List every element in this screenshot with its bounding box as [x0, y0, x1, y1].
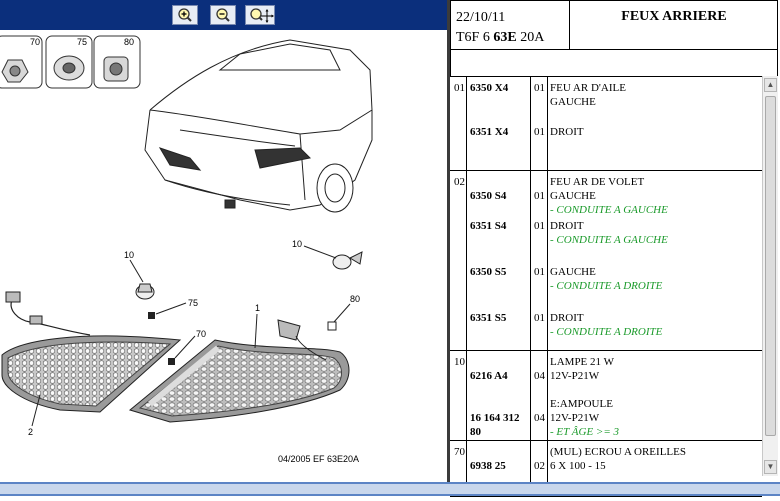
part-description: GAUCHE	[550, 96, 596, 108]
connector-left	[5, 291, 21, 303]
part-reference[interactable]: 6351 S4	[470, 220, 507, 232]
part-condition-note: - CONDUITE A DROITE	[550, 280, 663, 292]
part-reference[interactable]: 6350 X4	[470, 82, 509, 94]
part-reference[interactable]: 6350 S5	[470, 266, 507, 278]
part-quantity: 01	[534, 220, 545, 232]
part-reference[interactable]: 80	[470, 426, 481, 438]
part-reference[interactable]: 6938 25	[470, 460, 506, 472]
vertical-scrollbar[interactable]: ▲ ▼	[762, 76, 778, 476]
callout-1: 1	[255, 303, 260, 313]
nut-75	[148, 312, 155, 319]
part-description: GAUCHE	[550, 266, 596, 278]
window-bottom-bar	[0, 482, 780, 496]
clip-80	[327, 321, 337, 331]
parts-header: 22/10/11 T6F 6 63E 20A FEUX ARRIERE	[450, 0, 778, 50]
part-reference[interactable]: 6216 A4	[470, 370, 508, 382]
callout-10a: 10	[124, 250, 134, 260]
part-description: GAUCHE	[550, 190, 596, 202]
lamp-10-left	[135, 283, 155, 300]
parts-list-panel: 22/10/11 T6F 6 63E 20A FEUX ARRIERE 01 63…	[450, 0, 780, 497]
part-condition-note: - ET ÂGE >= 3	[550, 426, 620, 438]
part-quantity: 04	[534, 370, 545, 382]
part-quantity: 04	[534, 412, 545, 424]
thumb-label: 70	[30, 37, 40, 47]
thumb-75[interactable]: 75	[45, 35, 93, 89]
thumb-70[interactable]: 70	[0, 35, 43, 89]
lamp-10-right	[332, 251, 363, 270]
part-reference[interactable]: 16 164 312	[470, 412, 520, 424]
part-reference[interactable]: 6351 X4	[470, 126, 509, 138]
thumb-label: 80	[124, 37, 134, 47]
part-condition-note: - CONDUITE A DROITE	[550, 326, 663, 338]
pan-zoom-button[interactable]	[245, 5, 275, 25]
parts-row[interactable]: 10 LAMPE 21 W 6216 A4 04 12V-P21W E:AMPOULE 16…	[450, 351, 762, 441]
part-quantity: 01	[534, 82, 545, 94]
car-illustration	[144, 39, 373, 213]
part-description: 6 X 100 - 15	[550, 460, 606, 472]
parts-drawing: 70 75 80	[0, 30, 447, 496]
callout-2: 2	[28, 427, 33, 437]
part-quantity: 01	[534, 312, 545, 324]
part-reference[interactable]: 6350 S4	[470, 190, 507, 202]
part-reference[interactable]: 6351 S5	[470, 312, 507, 324]
parts-row[interactable]: 70 (MUL) ECROU A OREILLES 6938 25 02 6 X 100…	[450, 441, 762, 497]
callout-80: 80	[350, 294, 360, 304]
part-description: (MUL) ECROU A OREILLES	[550, 446, 686, 458]
nut-70	[168, 358, 175, 365]
part-quantity: 01	[534, 190, 545, 202]
part-quantity: 01	[534, 126, 545, 138]
diagram-panel: 70 75 80	[0, 0, 447, 496]
part-description: FEU AR DE VOLET	[550, 176, 645, 188]
callout-75: 75	[188, 298, 198, 308]
drawing-reference: 04/2005 EF 63E20A	[278, 454, 359, 464]
part-description: FEU AR D'AILE	[550, 82, 626, 94]
scroll-thumb[interactable]	[765, 96, 776, 436]
lamp-housing-right	[128, 339, 350, 423]
group-number: 01	[454, 82, 465, 94]
part-description: DROIT	[550, 220, 584, 232]
thumb-80[interactable]: 80	[93, 35, 141, 89]
part-quantity: 01	[534, 266, 545, 278]
part-description: 12V-P21W	[550, 370, 600, 382]
part-description: 12V-P21W	[550, 412, 600, 424]
panel-divider[interactable]	[447, 0, 450, 496]
scroll-up-arrow-icon[interactable]: ▲	[764, 78, 777, 92]
callout-10b: 10	[292, 239, 302, 249]
group-number: 10	[454, 356, 465, 368]
catalog-date: 22/10/11	[456, 10, 506, 25]
group-number: 02	[454, 176, 465, 188]
part-condition-note: - CONDUITE A GAUCHE	[550, 204, 668, 216]
part-description: DROIT	[550, 126, 584, 138]
part-condition-note: - CONDUITE A GAUCHE	[550, 234, 668, 246]
part-description: E:AMPOULE	[550, 398, 613, 410]
part-quantity: 02	[534, 460, 545, 472]
scroll-down-arrow-icon[interactable]: ▼	[764, 460, 777, 474]
group-number: 70	[454, 446, 465, 458]
part-description: LAMPE 21 W	[550, 356, 614, 368]
thumb-label: 75	[77, 37, 87, 47]
section-title: FEUX ARRIERE	[621, 9, 727, 24]
zoom-out-button[interactable]	[210, 5, 236, 25]
part-description: DROIT	[550, 312, 584, 324]
zoom-in-button[interactable]	[172, 5, 198, 25]
lamp-housing-left	[1, 335, 182, 413]
catalog-code: T6F 6 63E 20A	[456, 30, 545, 45]
callout-70: 70	[196, 329, 206, 339]
diagram-toolbar	[0, 0, 447, 30]
